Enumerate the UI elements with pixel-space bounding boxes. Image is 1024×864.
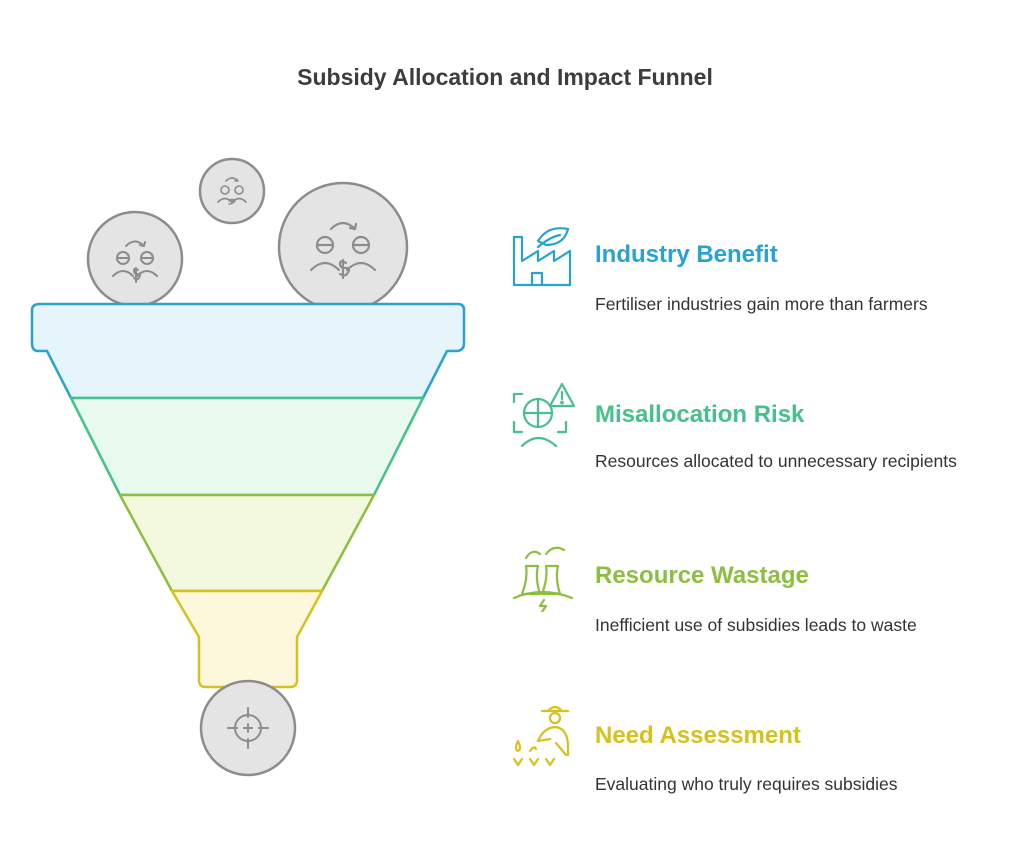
stage-description-need-assessment: Evaluating who truly requires subsidies [595, 774, 898, 794]
funnel-stage-2 [69, 396, 425, 497]
funnel-stage-3 [118, 493, 376, 593]
farmer-icon [512, 705, 570, 767]
factory-leaf-icon [512, 227, 572, 287]
stage-description-resource-wastage: Inefficient use of subsidies leads to wa… [595, 615, 917, 635]
power-plant-icon [512, 546, 574, 612]
stage-title-misallocation-risk: Misallocation Risk [595, 401, 805, 428]
stage-description-misallocation-risk: Resources allocated to unnecessary recip… [595, 451, 957, 471]
target-head-icon [227, 707, 269, 749]
stage-title-resource-wastage: Resource Wastage [595, 562, 809, 589]
chart-warning-icon [512, 382, 576, 448]
people-money-icon [112, 240, 158, 283]
people-money-icon [309, 221, 377, 280]
people-money-icon [217, 177, 247, 205]
input-circle-large [277, 181, 409, 313]
funnel-stage-4 [170, 589, 324, 689]
funnel-stage-1 [30, 302, 466, 400]
input-circle-medium [86, 210, 184, 308]
stage-title-need-assessment: Need Assessment [595, 722, 801, 749]
page-title: Subsidy Allocation and Impact Funnel [297, 64, 713, 90]
input-circle-small [198, 157, 266, 225]
stage-description-industry-benefit: Fertiliser industries gain more than far… [595, 294, 928, 314]
stage-title-industry-benefit: Industry Benefit [595, 241, 778, 268]
output-circle [199, 679, 297, 777]
